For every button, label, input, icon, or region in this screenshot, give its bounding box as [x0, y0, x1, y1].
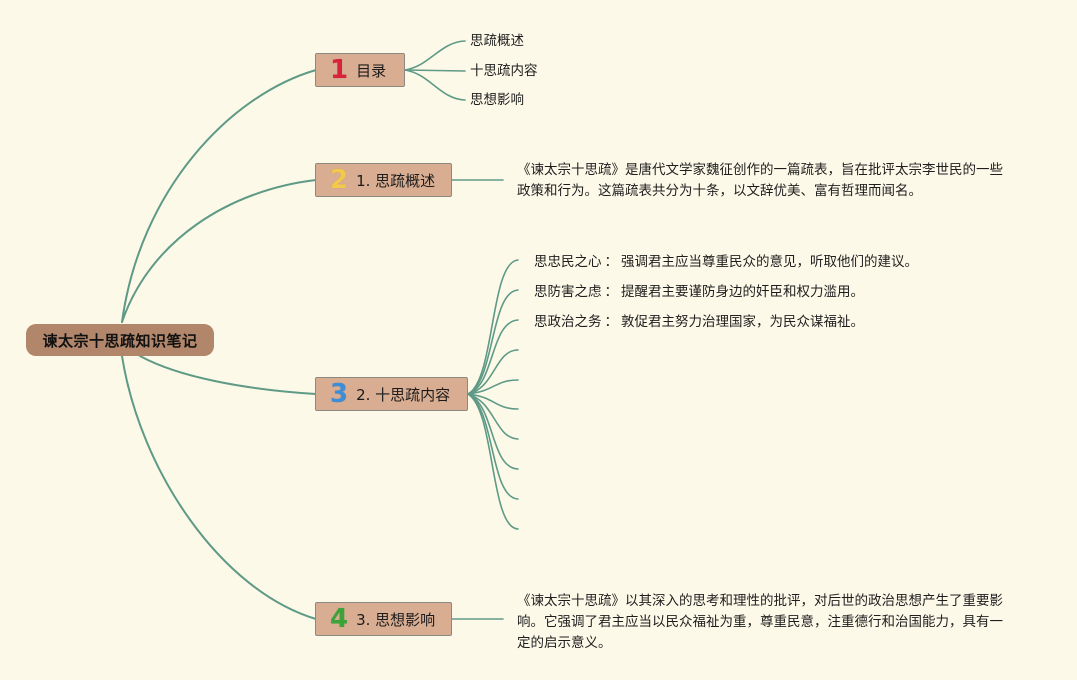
number-three-icon: 3 — [330, 379, 349, 409]
connector-content-1 — [467, 259, 519, 395]
branch-toc[interactable]: 1 目录 — [315, 53, 405, 87]
content-item-3[interactable]: 思政治之务：敦促君主努力治理国家，为民众谋福祉。 — [534, 313, 864, 331]
content-item-2-desc: 提醒君主要谨防身边的奸臣和权力滥用。 — [621, 284, 864, 300]
connector-root-branch-3 — [139, 355, 317, 395]
connector-toc-1 — [404, 40, 466, 71]
root-label: 谏太宗十思疏知识笔记 — [42, 331, 198, 350]
connector-root-branch-4 — [121, 355, 317, 620]
connector-toc-2 — [404, 69, 466, 72]
number-two-icon: 2 — [330, 165, 349, 195]
connector-root-branch-1 — [121, 69, 317, 323]
toc-item-content[interactable]: 十思疏内容 — [470, 63, 538, 79]
connector-content-8 — [467, 393, 519, 470]
connector-root-branch-2 — [121, 179, 317, 323]
branch-content[interactable]: 3 2. 十思疏内容 — [315, 377, 468, 411]
connector-content-5 — [467, 379, 519, 395]
connector-content-3 — [467, 319, 519, 395]
branch-overview-label: 1. 思疏概述 — [356, 171, 436, 190]
number-four-icon: 4 — [330, 604, 349, 634]
branch-influence-label: 3. 思想影响 — [356, 610, 436, 629]
branch-toc-label: 目录 — [356, 61, 387, 80]
content-item-1-title: 思忠民之心 — [534, 254, 602, 270]
content-item-2-sep: ： — [604, 284, 619, 300]
branch-influence[interactable]: 4 3. 思想影响 — [315, 602, 452, 636]
connector-content-6 — [467, 393, 519, 410]
connector-content-2 — [467, 289, 519, 395]
content-item-1-desc: 强调君主应当尊重民众的意见，听取他们的建议。 — [621, 254, 918, 270]
connector-content-10 — [467, 393, 519, 530]
toc-item-overview[interactable]: 思疏概述 — [470, 33, 524, 49]
root-node[interactable]: 谏太宗十思疏知识笔记 — [26, 324, 214, 356]
content-item-3-sep: ： — [604, 314, 619, 330]
toc-item-influence[interactable]: 思想影响 — [470, 92, 524, 108]
content-item-2[interactable]: 思防害之虑：提醒君主要谨防身边的奸臣和权力滥用。 — [534, 283, 864, 301]
overview-note: 《谏太宗十思疏》是唐代文学家魏征创作的一篇疏表，旨在批评太宗李世民的一些政策和行… — [517, 162, 1003, 199]
connector-content-7 — [467, 393, 519, 440]
content-item-3-desc: 敦促君主努力治理国家，为民众谋福祉。 — [621, 314, 864, 330]
content-item-2-title: 思防害之虑 — [534, 284, 602, 300]
content-item-3-title: 思政治之务 — [534, 314, 602, 330]
branch-content-label: 2. 十思疏内容 — [356, 385, 451, 404]
content-item-1-sep: ： — [604, 254, 619, 270]
connector-content-9 — [467, 393, 519, 500]
connector-content-4 — [467, 349, 519, 395]
branch-overview[interactable]: 2 1. 思疏概述 — [315, 163, 452, 197]
connector-toc-3 — [404, 69, 466, 101]
content-item-1[interactable]: 思忠民之心：强调君主应当尊重民众的意见，听取他们的建议。 — [534, 253, 918, 271]
number-one-icon: 1 — [330, 55, 349, 85]
influence-note: 《谏太宗十思疏》以其深入的思考和理性的批评，对后世的政治思想产生了重要影响。它强… — [517, 593, 1003, 651]
